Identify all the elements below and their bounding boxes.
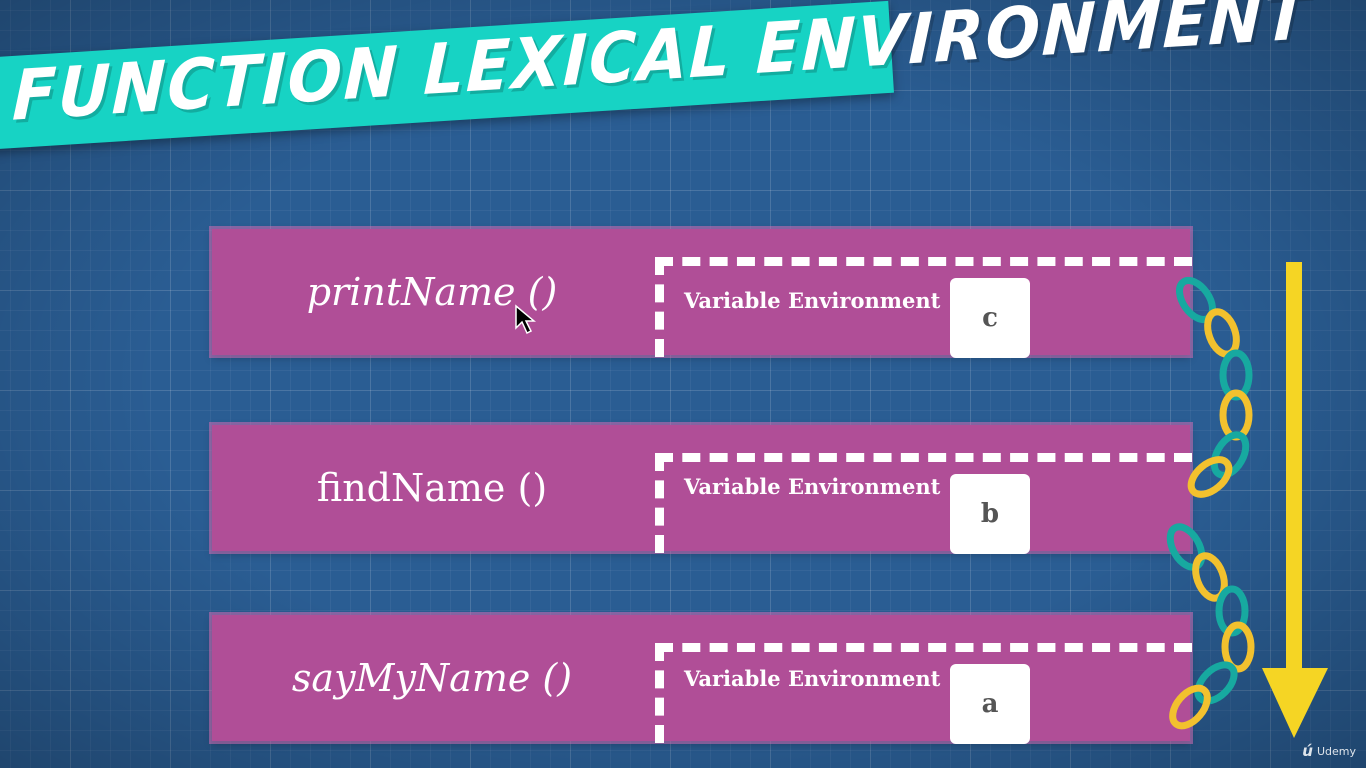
scope-chain-links-icon bbox=[1166, 276, 1255, 730]
mouse-cursor-icon bbox=[515, 304, 536, 335]
execution-context-printname: printName () Variable Environment c bbox=[212, 229, 1192, 358]
function-name: printName () bbox=[306, 270, 558, 314]
execution-context-saymyname: sayMyName () Variable Environment a bbox=[212, 615, 1192, 744]
udemy-watermark: ú Udemy bbox=[1302, 742, 1356, 760]
function-name: findName () bbox=[316, 466, 548, 510]
variable-environment: Variable Environment c bbox=[655, 257, 1192, 358]
variable-environment-label: Variable Environment bbox=[684, 288, 941, 313]
variable-box: c bbox=[950, 278, 1030, 358]
function-name: sayMyName () bbox=[291, 656, 573, 700]
udemy-label: Udemy bbox=[1316, 744, 1356, 758]
variable-environment-label: Variable Environment bbox=[684, 666, 941, 691]
variable-environment: Variable Environment b bbox=[655, 453, 1192, 554]
variable-box: b bbox=[950, 474, 1030, 554]
title-banner: FUNCTION LEXICAL ENVIRONMENT bbox=[0, 0, 1311, 150]
variable-environment-label: Variable Environment bbox=[684, 474, 941, 499]
udemy-logo-icon: ú bbox=[1302, 742, 1313, 760]
down-arrow-icon bbox=[1262, 262, 1328, 738]
variable-environment: Variable Environment a bbox=[655, 643, 1192, 744]
variable-box: a bbox=[950, 664, 1030, 744]
execution-context-findname: findName () Variable Environment b bbox=[212, 425, 1192, 554]
slide-title: FUNCTION LEXICAL ENVIRONMENT bbox=[11, 0, 1311, 138]
